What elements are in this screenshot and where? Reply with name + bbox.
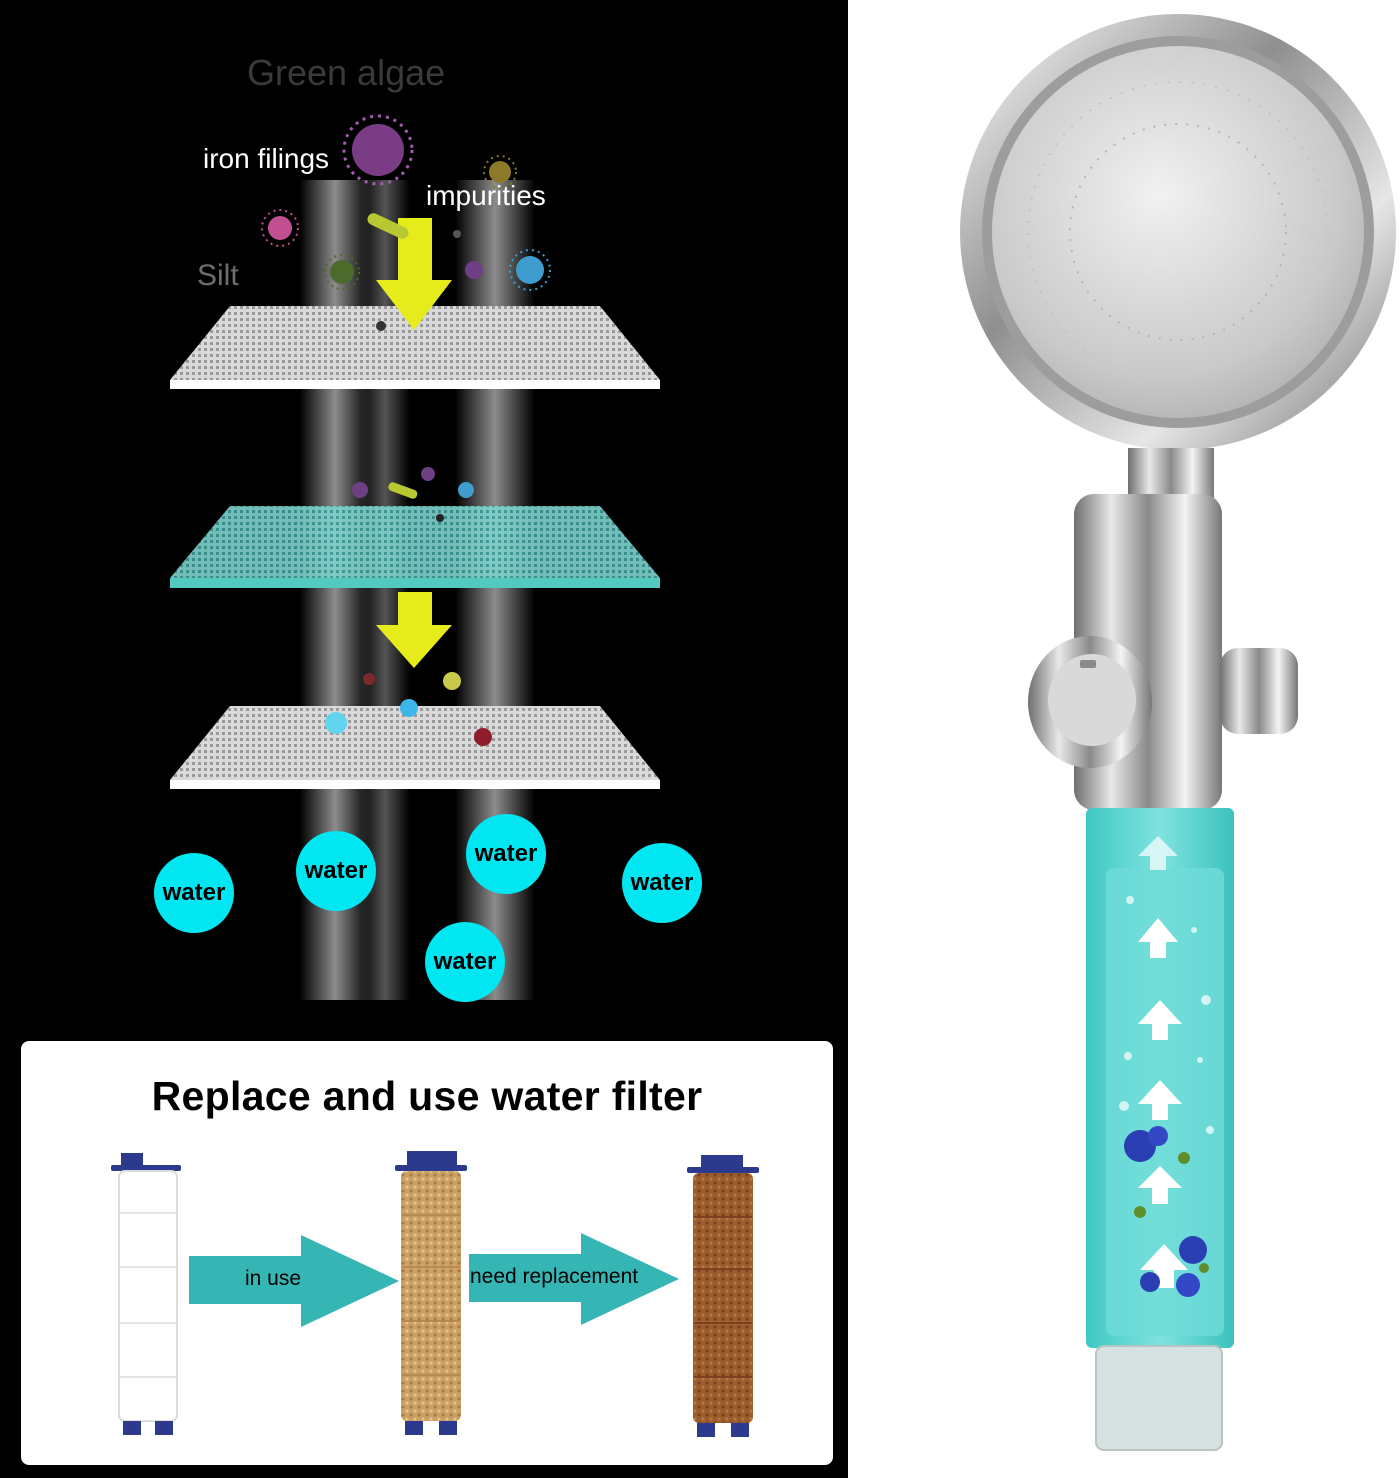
- microbe-icon: [509, 249, 551, 291]
- cartridge-stages-illustration: [111, 1151, 759, 1437]
- filtration-layers-illustration: [170, 114, 660, 1000]
- bacteria-rod-icon: [367, 213, 409, 239]
- water-bubble: water: [466, 814, 546, 894]
- air-bubbles: [1119, 896, 1214, 1134]
- stage-arrow-icon: [189, 1235, 399, 1327]
- handle-chrome-body: [1028, 494, 1298, 810]
- label-silt: Silt: [197, 259, 239, 292]
- cartridge-used: [687, 1155, 759, 1437]
- cartridge-in-use: [395, 1151, 467, 1435]
- replacement-card: Replace and use water filter in use need…: [21, 1041, 833, 1465]
- shower-head: [960, 14, 1396, 450]
- flow-arrow-icon: [376, 218, 452, 330]
- microbe-icon: [483, 155, 517, 189]
- microbe-icon: [342, 114, 414, 186]
- label-iron-filings: iron filings: [203, 143, 330, 174]
- label-impurities: impurities: [426, 180, 546, 211]
- arrow-label-need-replacement: need replacement: [470, 1265, 639, 1288]
- filter-layer-middle: [170, 506, 660, 588]
- card-title: Replace and use water filter: [151, 1073, 703, 1119]
- filter-layer-bottom: [170, 706, 660, 789]
- arrow-label-in-use: in use: [245, 1267, 302, 1290]
- contaminant-blobs: [1124, 1126, 1209, 1297]
- shower-head-product-photo: [960, 14, 1396, 1451]
- microbe-icon: [324, 254, 360, 290]
- water-bubble: water: [296, 831, 376, 911]
- cartridge-new: [111, 1153, 181, 1435]
- upward-arrow-icon: [1138, 836, 1188, 1288]
- flow-arrow-icon: [376, 592, 452, 668]
- filter-layer-top: [170, 306, 660, 389]
- microbe-icon: [352, 230, 474, 522]
- hose-connector: [1095, 1345, 1223, 1451]
- water-bubble: water: [622, 843, 702, 923]
- particle-dots: [325, 672, 492, 746]
- stage-arrow-icon: [469, 1233, 679, 1325]
- microbe-icon: [465, 261, 483, 279]
- water-bubble: water: [154, 853, 234, 933]
- water-bubble: water: [425, 922, 505, 1002]
- microbe-icon: [261, 209, 299, 247]
- label-green-algae: Green algae: [247, 52, 446, 93]
- filtration-diagram-panel: Green algae iron filings impurities Silt…: [0, 0, 848, 1478]
